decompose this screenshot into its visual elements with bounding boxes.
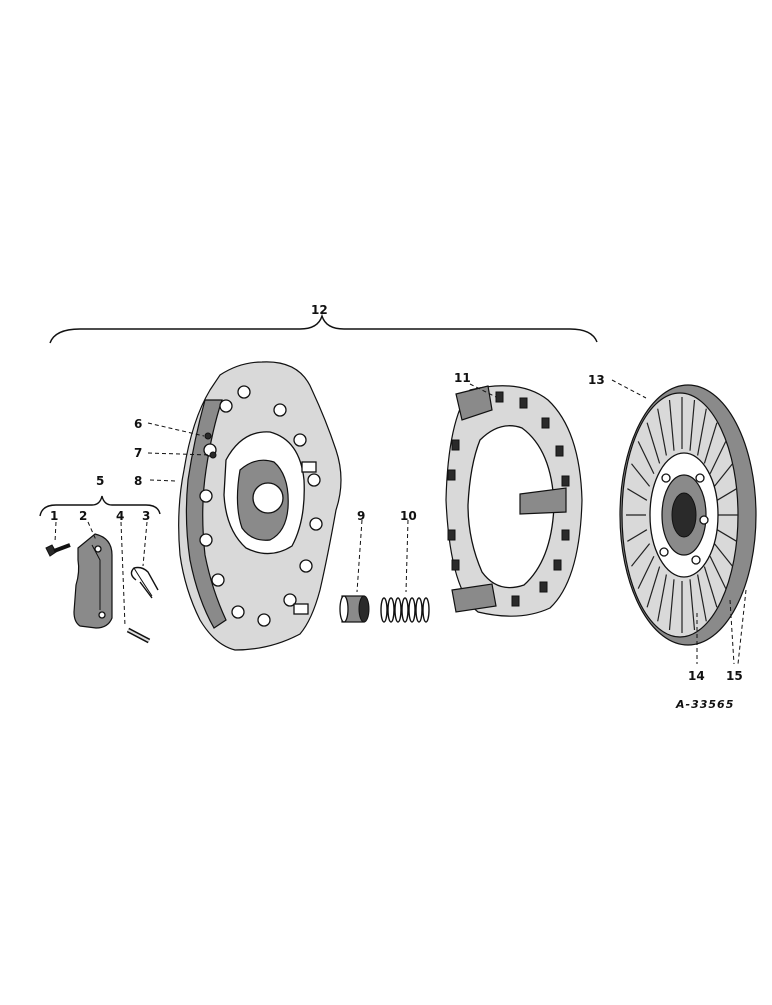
- figure-id: A-33565: [675, 698, 734, 711]
- disc-groove: [713, 463, 733, 487]
- disc-groove: [697, 574, 707, 622]
- callout-11: 11: [454, 371, 471, 385]
- parts-14-15-leaders: [696, 589, 747, 665]
- assembly-12-bracket: [49, 313, 598, 344]
- disc-groove: [631, 543, 651, 567]
- group-5-bracket: [39, 495, 161, 517]
- disc-groove: [637, 555, 655, 589]
- disc-groove: [689, 579, 696, 631]
- part-9-bushing: [339, 519, 370, 623]
- disc-groove: [689, 399, 696, 451]
- callout-3: 3: [142, 509, 150, 523]
- disc-groove: [703, 566, 718, 608]
- disc-groove: [716, 488, 737, 501]
- callout-14: 14: [688, 669, 705, 683]
- callout-5: 5: [96, 474, 104, 488]
- disc-groove: [709, 555, 727, 589]
- disc-groove: [697, 408, 707, 456]
- callout-15: 15: [726, 669, 743, 683]
- part-13-clutch-disc: [611, 379, 757, 646]
- disc-groove: [646, 422, 661, 464]
- disc-groove: [631, 463, 651, 487]
- part-11-pressure-plate: [445, 383, 583, 617]
- parts-6-7-leaders: [147, 422, 217, 459]
- disc-groove: [716, 529, 737, 542]
- pressure-plate-lugs: [447, 391, 570, 607]
- part-1-bolt: [45, 521, 71, 557]
- disc-groove: [657, 408, 667, 456]
- part-10-spring: [380, 519, 430, 623]
- callout-labels: 12 5 1 2 4 3 6 7 8 9 10 11 13 14 15 A-33…: [50, 303, 743, 711]
- disc-friction-grooves: [626, 397, 738, 633]
- part-2-release-lever: [73, 521, 113, 629]
- disc-groove: [713, 543, 733, 567]
- part-8-clutch-cover: [149, 361, 342, 651]
- callout-7: 7: [134, 446, 142, 460]
- callout-2: 2: [79, 509, 87, 523]
- part-3-cotter-pin: [130, 521, 159, 599]
- callout-4: 4: [116, 509, 124, 523]
- disc-groove: [627, 488, 648, 501]
- callout-6: 6: [134, 417, 142, 431]
- callout-9: 9: [357, 509, 365, 523]
- disc-groove: [637, 441, 655, 475]
- disc-groove: [668, 579, 675, 631]
- part-4-pin: [120, 521, 151, 644]
- disc-groove: [627, 529, 648, 542]
- disc-groove: [646, 566, 661, 608]
- callout-13: 13: [588, 373, 605, 387]
- disc-groove: [657, 574, 667, 622]
- callout-8: 8: [134, 474, 142, 488]
- disc-groove: [668, 399, 675, 451]
- disc-groove: [703, 422, 718, 464]
- disc-groove: [709, 441, 727, 475]
- callout-10: 10: [400, 509, 417, 523]
- callout-12: 12: [311, 303, 328, 317]
- callout-1: 1: [50, 509, 58, 523]
